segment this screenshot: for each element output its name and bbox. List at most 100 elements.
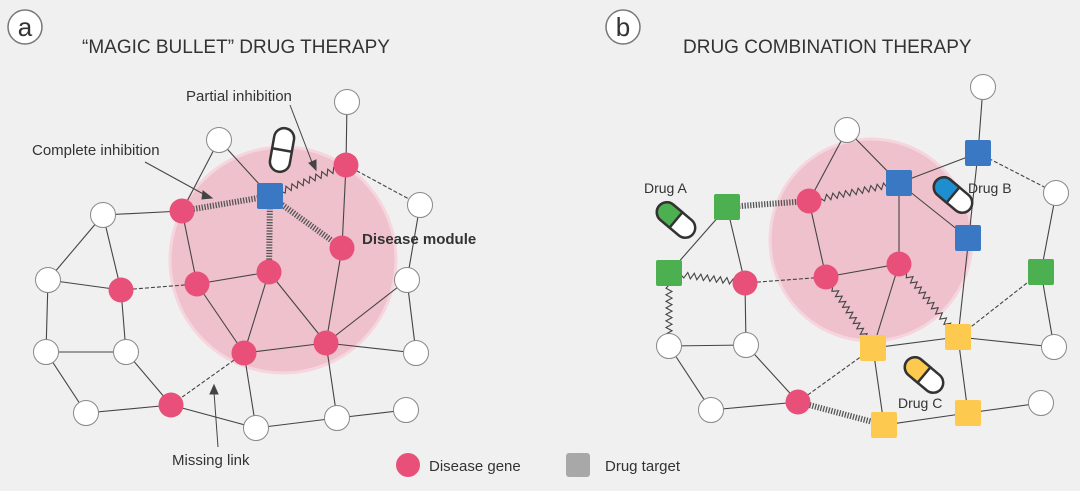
drug-target-node (656, 260, 682, 286)
protein-node (403, 340, 429, 366)
pill-divider (271, 147, 293, 153)
network-edge (102, 210, 183, 216)
partial-inhibition-edge (820, 181, 889, 202)
missing-link-edge (744, 276, 827, 284)
network-edge (710, 401, 799, 411)
drug-b-label: Drug B (968, 180, 1012, 196)
network-edge (196, 283, 245, 354)
drug-target-node (955, 225, 981, 251)
network-edge (872, 263, 900, 349)
disease-gene-node (329, 235, 355, 261)
protein-node (324, 405, 350, 431)
drug-target-node (257, 183, 283, 209)
panel-a-title: “MAGIC BULLET” DRUG THERAPY (82, 37, 390, 58)
disease-module-b (768, 137, 974, 343)
network-edge (255, 417, 338, 429)
drug-a-label: Drug A (644, 180, 687, 196)
network-edge (268, 271, 327, 344)
disease-gene-node (796, 188, 822, 214)
drug-target-node (714, 194, 740, 220)
panel-b-letter-circle (605, 9, 641, 45)
disease-gene-node (813, 264, 839, 290)
disease-gene-node (333, 152, 359, 178)
disease-gene-node (169, 198, 195, 224)
protein-node (35, 267, 61, 293)
complete-inhibition-edge (266, 207, 273, 261)
network-edge (872, 336, 959, 349)
protein-node (334, 89, 360, 115)
legend-disease-gene-label: Disease gene (429, 458, 521, 475)
network-edge (243, 342, 327, 354)
protein-node (834, 117, 860, 143)
protein-node (407, 192, 433, 218)
protein-node (733, 332, 759, 358)
disease-gene-node (256, 259, 282, 285)
protein-node (1041, 334, 1067, 360)
disease-gene-node (785, 389, 811, 415)
protein-node (113, 339, 139, 365)
missing-link-edge (120, 283, 198, 291)
network-edge (325, 279, 408, 344)
drug-target-node (871, 412, 897, 438)
network-edge (808, 129, 848, 202)
protein-node (393, 397, 419, 423)
disease-module-label: Disease module (362, 231, 476, 248)
complete-inhibition-edge (808, 402, 874, 425)
partial-inhibition-edge (680, 271, 734, 286)
drug-target-node (860, 335, 886, 361)
panel-a-letter-circle (7, 9, 43, 45)
partial-inhibition-label: Partial inhibition (186, 88, 292, 105)
partial-inhibition-edge (905, 273, 952, 330)
complete-inhibition-edge (738, 198, 798, 210)
annotation-arrows (144, 104, 317, 448)
drug-target-node (945, 324, 971, 350)
network-edge (170, 404, 257, 429)
network-edge (47, 214, 104, 281)
complete-inhibition-label: Complete inhibition (32, 142, 160, 159)
network-edge (898, 152, 979, 184)
network-edge (181, 139, 220, 212)
drug-target-node (1028, 259, 1054, 285)
legend-drug-target-label: Drug target (605, 458, 681, 475)
missing-link-edge (797, 347, 874, 403)
protein-node (1043, 180, 1069, 206)
pill-half (655, 201, 685, 230)
disease-gene-node (313, 330, 339, 356)
drug-pill-icon (268, 126, 296, 174)
disease-gene-node (184, 271, 210, 297)
protein-node (698, 397, 724, 423)
disease-gene-node (231, 340, 257, 366)
network-edge (325, 247, 343, 344)
complete-inhibition-edge (277, 200, 335, 244)
missing-link-edge (345, 164, 421, 206)
network-edge (957, 336, 1055, 348)
drug-target-node (955, 400, 981, 426)
network-edge (85, 404, 172, 414)
drug-target-node (965, 140, 991, 166)
drug-c-label: Drug C (898, 395, 942, 411)
drug-b-pill-icon (932, 176, 974, 214)
partial-inhibition-edge (280, 166, 335, 194)
missing-link-edge (170, 352, 245, 406)
network-edge (883, 412, 969, 426)
protein-node (206, 127, 232, 153)
pill-half (903, 356, 933, 385)
panel-b-letter: b (616, 12, 630, 42)
disease-module-a (168, 145, 398, 375)
protein-node (90, 202, 116, 228)
missing-link-edge (957, 271, 1042, 338)
pill-half (932, 176, 962, 205)
panel-b-title: DRUG COMBINATION THERAPY (683, 37, 972, 58)
network-edge (325, 342, 417, 354)
protein-node (970, 74, 996, 100)
partial-inhibition-edge (664, 284, 674, 335)
network-edge (341, 164, 347, 249)
network-edge (808, 200, 827, 278)
disease-gene-node (158, 392, 184, 418)
legend-disease-gene-icon (396, 453, 420, 477)
protein-node (656, 333, 682, 359)
network-edge (243, 271, 270, 354)
drug-c-pill-icon (903, 356, 945, 394)
disease-gene-node (732, 270, 758, 296)
